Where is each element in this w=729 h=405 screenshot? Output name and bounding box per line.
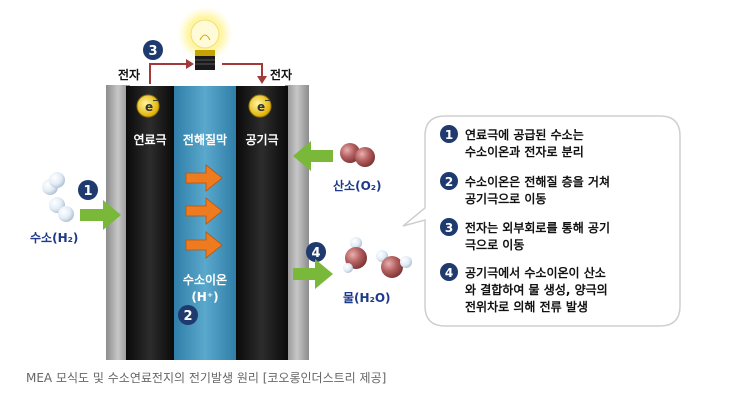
water-outflow-arrow	[293, 259, 333, 289]
cathode-label: 공기극	[245, 132, 278, 147]
electron-symbol: e	[257, 100, 265, 114]
electrolyte-label: 전해질막	[183, 132, 227, 147]
step-number: 3	[148, 44, 157, 59]
electron-label-left: 전자	[118, 67, 140, 82]
wire-arrow-1	[186, 59, 194, 69]
hydrogen-label: 수소(H₂)	[30, 231, 78, 245]
step-number: 4	[445, 266, 453, 280]
step-circle-1: 1	[78, 180, 98, 200]
electron-charge: −	[152, 96, 159, 105]
step-item-1: 1 연료극에 공급된 수소는 수소이온과 전자로 분리	[440, 125, 584, 159]
cathode-layer	[236, 86, 288, 360]
ion-formula: (H⁺)	[191, 290, 218, 304]
step-item-3: 3 전자는 외부회로를 통해 공기 극으로 이동	[440, 218, 610, 252]
electron-badge-left: e −	[136, 94, 160, 118]
step-number: 1	[83, 184, 92, 199]
step-number: 3	[445, 221, 453, 235]
oxygen-inflow-arrow	[293, 141, 333, 171]
step-circle-3: 3	[143, 40, 163, 60]
step-text-line: 공기극으로 이동	[465, 191, 546, 206]
oxygen-label: 산소(O₂)	[333, 178, 382, 193]
electron-symbol: e	[145, 100, 153, 114]
right-outer-plate	[285, 85, 309, 360]
step-text-line: 공기극에서 수소이온이 산소	[465, 265, 606, 280]
wire-arrow-2	[257, 76, 267, 84]
step-text-line: 와 결합하여 물 생성, 양극의	[465, 282, 608, 297]
step-number: 4	[311, 246, 320, 261]
electron-charge: −	[264, 96, 271, 105]
water-label: 물(H₂O)	[343, 291, 391, 305]
step-text-line: 전위차로 의해 전류 발생	[465, 299, 588, 314]
hydrogen-inflow-arrow	[80, 200, 121, 230]
anode-label: 연료극	[133, 132, 166, 147]
hydrogen-molecules	[42, 172, 74, 222]
step-text-line: 전자는 외부회로를 통해 공기	[465, 220, 610, 235]
step-item-2: 2 수소이온은 전해질 층을 거쳐 공기극으로 이동	[440, 172, 610, 206]
proton-flow-arrows	[185, 164, 223, 259]
step-text-line: 극으로 이동	[465, 237, 524, 252]
electron-label-right: 전자	[270, 67, 292, 82]
figure-caption: MEA 모식도 및 수소연료전지의 전기발생 원리 [코오롱인더스트리 제공]	[26, 371, 387, 385]
step-text-line: 연료극에 공급된 수소는	[465, 127, 584, 142]
explanation-bubble	[402, 115, 681, 327]
fuel-cell-diagram: e − e − 연료극 전해질막 공기극 수소이온 (H⁺) 2	[30, 6, 681, 360]
oxygen-molecule	[340, 143, 375, 167]
step-text-line: 수소이온은 전해질 층을 거쳐	[465, 174, 610, 189]
external-circuit-wire	[149, 63, 263, 84]
step-number: 2	[445, 175, 453, 189]
step-text-line: 수소이온과 전자로 분리	[465, 144, 584, 159]
light-bulb-icon	[177, 6, 233, 70]
step-number: 2	[183, 309, 192, 324]
step-number: 1	[445, 128, 453, 142]
step-circle-4: 4	[306, 242, 326, 262]
step-item-4: 4 공기극에서 수소이온이 산소 와 결합하여 물 생성, 양극의 전위차로 의…	[440, 263, 608, 314]
water-molecules	[343, 237, 412, 278]
ion-label: 수소이온	[183, 272, 227, 287]
electron-badge-right: e −	[248, 94, 272, 118]
anode-layer	[126, 86, 174, 360]
step-circle-2: 2	[178, 305, 198, 325]
